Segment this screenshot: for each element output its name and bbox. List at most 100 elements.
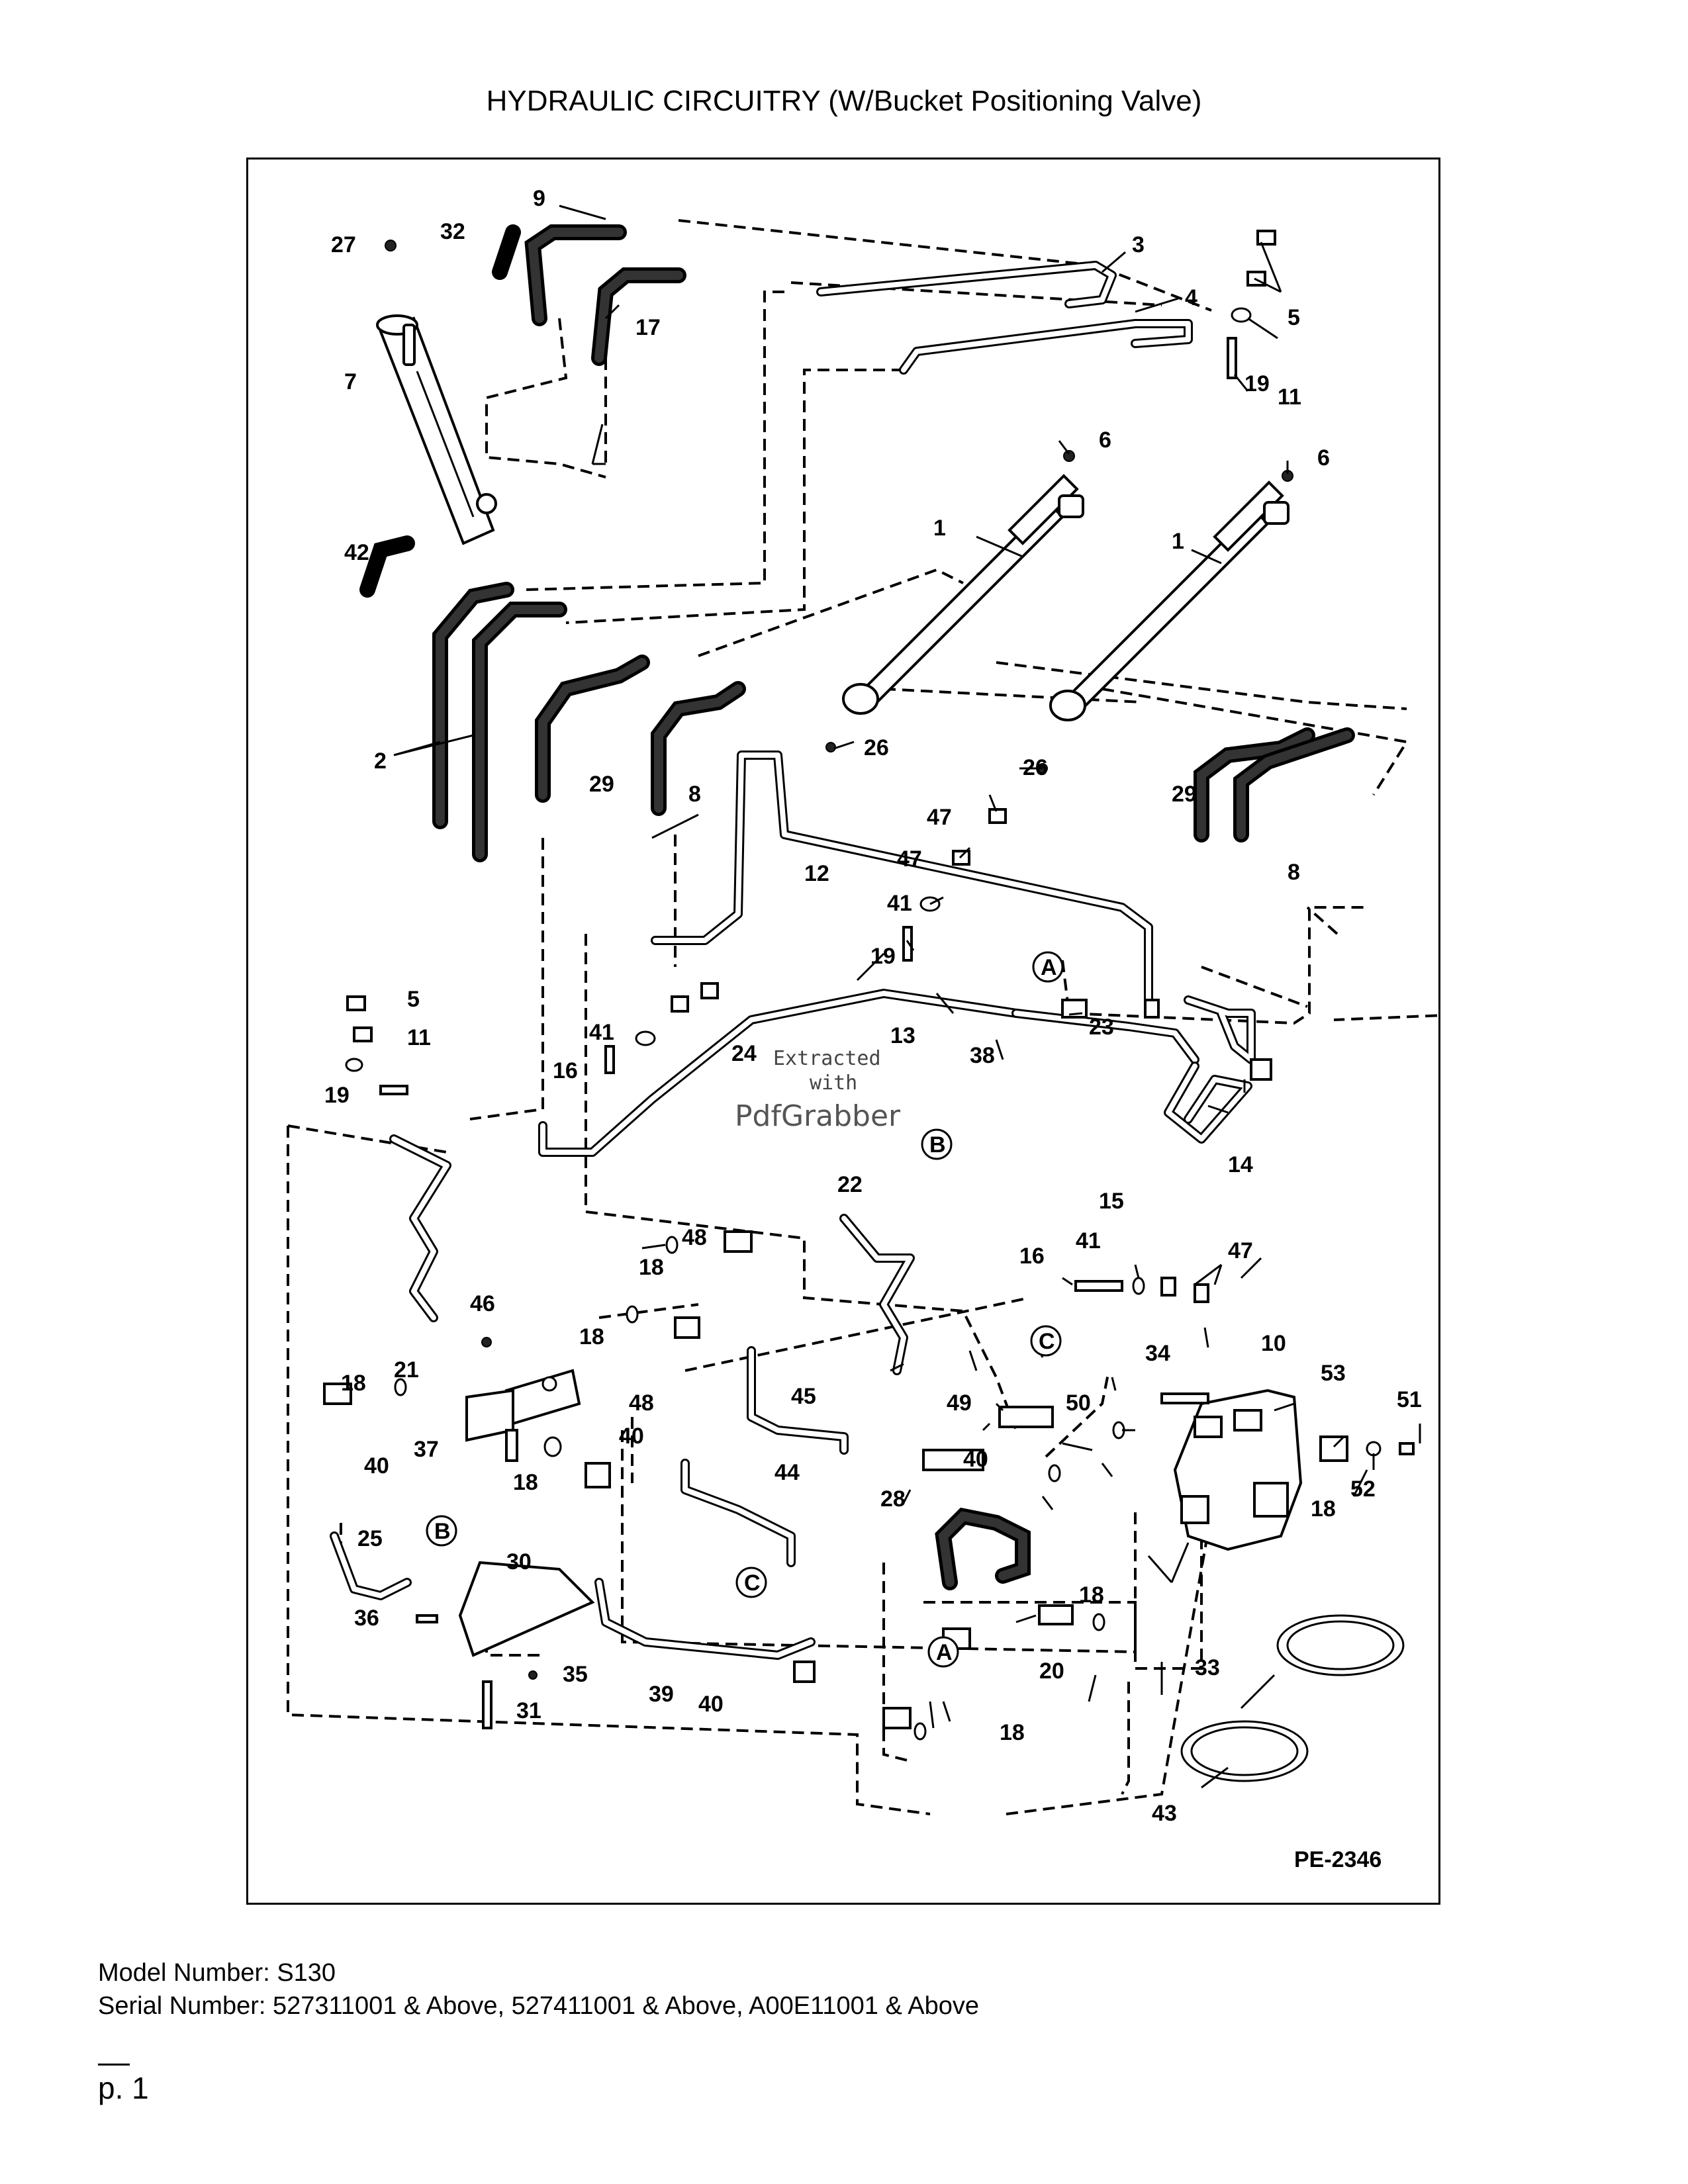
callout-label: 19: [870, 944, 896, 969]
positioning-valve-block: [465, 1369, 581, 1442]
mounting-bracket: [458, 1561, 595, 1657]
callout-label: 9: [533, 186, 545, 211]
callout-label: 22: [837, 1172, 863, 1197]
callout-label: 41: [589, 1020, 614, 1045]
callout-label: 45: [791, 1384, 816, 1409]
callout-label: 31: [516, 1698, 541, 1723]
callout-label: 35: [563, 1662, 588, 1687]
callout-label: 5: [1288, 305, 1300, 330]
callout-label: 29: [1172, 782, 1197, 807]
model-number: Model Number: S130: [98, 1959, 336, 1987]
pdfgrabber-watermark: Extracted with PdfGrabber: [735, 1047, 901, 1133]
callout-label: 38: [970, 1043, 995, 1068]
callout-label: 27: [331, 232, 356, 257]
callout-label: 15: [1099, 1189, 1124, 1214]
callout-label: 41: [1076, 1228, 1101, 1253]
callout-label: 21: [394, 1357, 419, 1383]
callout-label: 11: [1278, 385, 1301, 410]
callout-label: 16: [1019, 1244, 1045, 1269]
callout-label: 40: [619, 1424, 644, 1449]
callout-label: 51: [1397, 1387, 1422, 1412]
callout-label: 1: [1172, 529, 1184, 554]
callout-label: 18: [1000, 1720, 1025, 1745]
callout-label: 23: [1089, 1015, 1114, 1040]
callout-label: 39: [649, 1682, 674, 1707]
callout-label: 6: [1317, 445, 1330, 471]
callout-label: 11: [407, 1025, 431, 1050]
watermark-brand: PdfGrabber: [735, 1099, 901, 1133]
callout-label: 19: [324, 1083, 350, 1108]
callout-label: 26: [864, 735, 889, 760]
marker-letter: C: [744, 1570, 761, 1596]
callout-label: 16: [553, 1058, 578, 1083]
callout-label: 3: [1132, 232, 1145, 257]
callout-label: 48: [629, 1390, 654, 1416]
callout-label: 34: [1145, 1341, 1170, 1366]
rigid-tubes: [330, 261, 1256, 1660]
control-valve: [1173, 1388, 1415, 1551]
marker-letter: C: [1039, 1329, 1055, 1354]
callout-label: 30: [506, 1549, 532, 1574]
drawing-id: PE-2346: [1294, 1847, 1382, 1872]
callout-label: 4: [1185, 285, 1197, 310]
marker-letter: B: [434, 1519, 451, 1544]
callout-label: 37: [414, 1437, 439, 1462]
callout-label: 8: [688, 782, 701, 807]
callout-label: 14: [1228, 1152, 1253, 1177]
callout-label: 20: [1039, 1659, 1064, 1684]
connection-markers: A A B B C C: [426, 951, 1064, 1668]
tilt-cylinder: [376, 314, 497, 545]
callout-label: 46: [470, 1291, 495, 1316]
callout-label: 18: [639, 1255, 664, 1280]
footer-divider: [98, 2064, 130, 2066]
callout-label: 1: [933, 516, 946, 541]
hydraulic-circuit-diagram: 1 1 2 3 4 5 5 6 6 7 8 8 9 10 11 11 12 13…: [287, 186, 1438, 1872]
callout-label: 10: [1261, 1331, 1286, 1356]
callout-label: 28: [880, 1486, 906, 1512]
callout-label: 24: [731, 1041, 757, 1066]
marker-letter: A: [1041, 955, 1057, 980]
callout-label: 18: [579, 1324, 604, 1349]
flexible-hoses: [432, 224, 1355, 1590]
watermark-line1: Extracted: [773, 1047, 881, 1070]
callout-label: 18: [513, 1470, 538, 1495]
callout-label: 36: [354, 1606, 379, 1631]
callout-label: 18: [341, 1371, 366, 1396]
callout-label: 47: [927, 805, 952, 830]
callout-label: 48: [682, 1225, 707, 1250]
page-number: p. 1: [98, 2071, 149, 2105]
callout-label: 8: [1288, 860, 1300, 885]
serial-number: Serial Number: 527311001 & Above, 527411…: [98, 1992, 980, 2020]
callout-label: 32: [440, 219, 465, 244]
callout-labels: 1 1 2 3 4 5 5 6 6 7 8 8 9 10 11 11 12 13…: [324, 186, 1422, 1826]
callout-label: 33: [1195, 1655, 1220, 1680]
callout-label: 12: [804, 861, 829, 886]
callout-leaders: [393, 205, 1421, 1789]
callout-label: 6: [1099, 428, 1111, 453]
page-title: HYDRAULIC CIRCUITRY (W/Bucket Positionin…: [486, 85, 1202, 117]
hose-coils: [1180, 1614, 1405, 1782]
callout-label: 18: [1079, 1582, 1104, 1608]
marker-letter: A: [936, 1640, 953, 1665]
lift-cylinder-left: [842, 474, 1084, 715]
callout-label: 47: [1228, 1238, 1253, 1263]
callout-label: 26: [1023, 755, 1048, 780]
callout-label: 52: [1350, 1477, 1376, 1502]
callout-label: 2: [374, 749, 387, 774]
callout-label: 19: [1244, 371, 1270, 396]
callout-label: 29: [589, 772, 614, 797]
marker-letter: B: [929, 1132, 946, 1158]
callout-label: 25: [357, 1526, 383, 1551]
callout-label: 43: [1152, 1801, 1177, 1826]
callout-label: 42: [344, 540, 369, 565]
callout-label: 40: [963, 1447, 988, 1472]
callout-label: 44: [774, 1460, 800, 1485]
callout-label: 40: [364, 1453, 389, 1479]
callout-label: 17: [635, 315, 661, 340]
fittings: [323, 230, 1293, 1741]
parts-diagram-frame: 1 1 2 3 4 5 5 6 6 7 8 8 9 10 11 11 12 13…: [246, 158, 1440, 1905]
callout-label: 7: [344, 369, 357, 394]
hose-guards: [359, 224, 521, 598]
callout-label: 49: [947, 1390, 972, 1416]
callout-label: 41: [887, 891, 912, 916]
